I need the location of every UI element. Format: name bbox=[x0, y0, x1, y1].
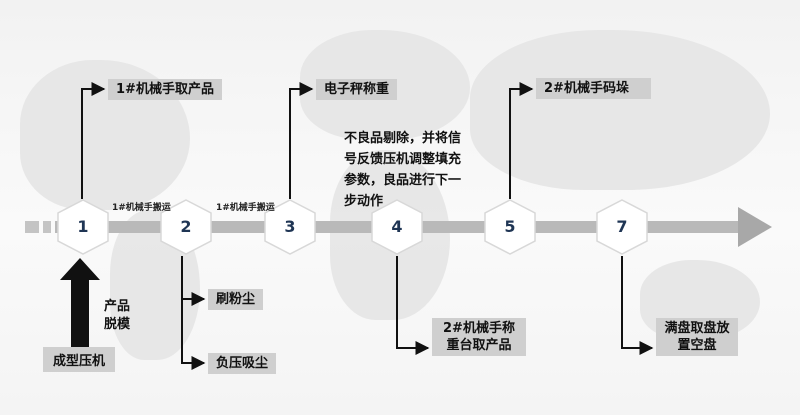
hexagon-icon bbox=[484, 199, 536, 255]
hexagon-icon bbox=[371, 199, 423, 255]
step-number: 1 bbox=[77, 217, 89, 236]
timeline-dash bbox=[25, 221, 39, 233]
timeline-arrowhead bbox=[738, 207, 772, 247]
step-1-label: 1#机械手取产品 bbox=[108, 79, 222, 100]
transfer-label: 1#机械手搬运 bbox=[112, 203, 171, 213]
hexagon-icon bbox=[57, 199, 109, 255]
step-node-3: 3 bbox=[264, 199, 316, 255]
step-number: 3 bbox=[284, 217, 296, 236]
hexagon-icon bbox=[596, 199, 648, 255]
step-7-label: 满盘取盘放置空盘 bbox=[656, 318, 738, 356]
connector-3 bbox=[289, 82, 314, 199]
step-4-label: 2#机械手称重台取产品 bbox=[432, 318, 526, 356]
transfer-label: 1#机械手搬运 bbox=[216, 203, 275, 213]
connector-1 bbox=[81, 82, 106, 199]
connector-5 bbox=[509, 82, 534, 199]
step-2-label-a: 刷粉尘 bbox=[208, 289, 264, 310]
quality-note: 不良品剔除，并将信 号反馈压机调整填充 参数，良品进行下一 步动作 bbox=[344, 131, 462, 209]
step-number: 7 bbox=[616, 217, 628, 236]
connector-2b bbox=[181, 299, 206, 370]
connector-7 bbox=[621, 256, 654, 355]
step-5-label: 2#机械手码垛 bbox=[536, 78, 651, 99]
step-3-label: 电子秤称重 bbox=[316, 79, 398, 100]
step-number: 4 bbox=[391, 217, 403, 236]
press-up-arrow bbox=[60, 258, 100, 347]
press-demold-label: 产品 脱模 bbox=[104, 299, 131, 332]
step-number: 5 bbox=[504, 217, 516, 236]
step-node-4: 4 bbox=[371, 199, 423, 255]
hexagon-icon bbox=[160, 199, 212, 255]
connector-4 bbox=[396, 256, 430, 355]
connector-2a bbox=[181, 256, 206, 306]
step-node-1: 1 bbox=[57, 199, 109, 255]
press-name: 成型压机 bbox=[43, 347, 116, 372]
timeline-dash bbox=[43, 221, 51, 233]
map-shape bbox=[470, 30, 770, 190]
hexagon-icon bbox=[264, 199, 316, 255]
step-node-5: 5 bbox=[484, 199, 536, 255]
step-node-7: 7 bbox=[596, 199, 648, 255]
step-number: 2 bbox=[180, 217, 192, 236]
step-node-2: 2 bbox=[160, 199, 212, 255]
step-2-label-b: 负压吸尘 bbox=[208, 353, 277, 374]
